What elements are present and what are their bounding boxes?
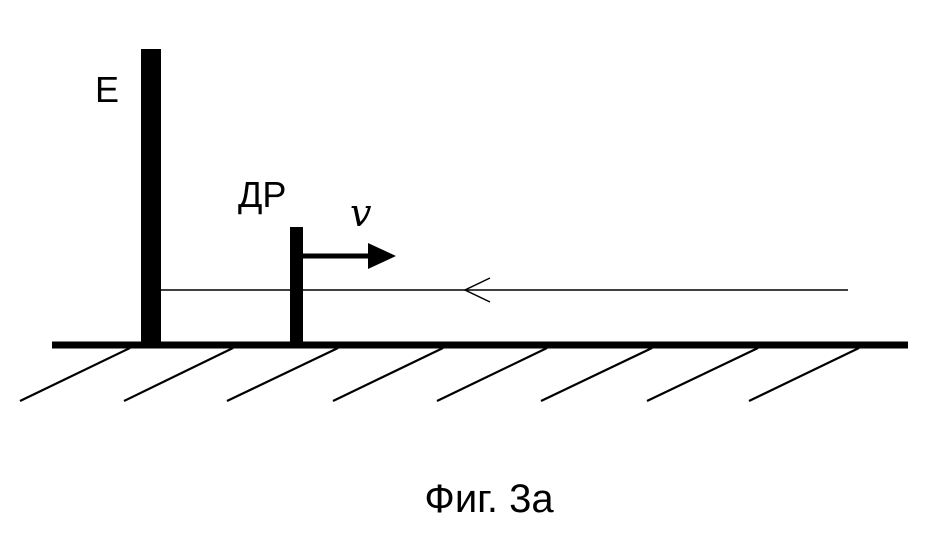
hatch-line [748,347,860,402]
hatch-line [19,347,131,402]
ground-hatching [19,347,860,402]
hatch-line [540,347,653,402]
hatch-line [332,347,444,402]
wall-bar [141,49,161,345]
wall-label: Е [95,69,119,110]
sensor-label: ДР [238,174,286,215]
signal-arrowhead [463,277,491,303]
sensor-bar [290,227,303,345]
velocity-label: v [350,191,372,235]
hatch-line [436,347,548,402]
velocity-arrowhead [368,243,396,269]
hatch-line [646,347,759,402]
figure-caption: Фиг. 3а [424,477,554,521]
hatch-line [123,347,234,402]
hatch-line [226,347,339,402]
